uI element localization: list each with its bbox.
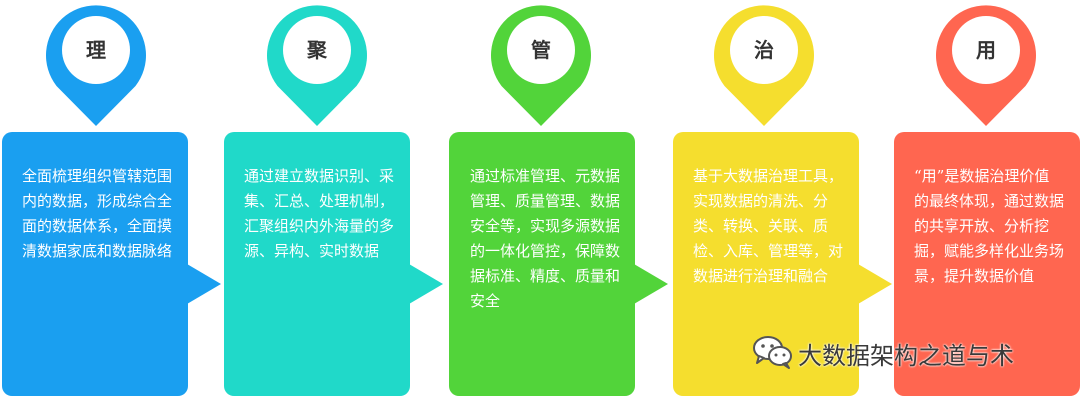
stage-letter: 用 bbox=[976, 38, 996, 62]
map-pin-icon bbox=[714, 5, 815, 126]
watermark-text: 大数据架构之道与术 bbox=[798, 342, 1014, 370]
stage-letter: 管 bbox=[531, 38, 551, 62]
wechat-icon bbox=[753, 336, 792, 369]
card-arrow bbox=[858, 264, 892, 304]
stage-description: 通过标准管理、元数据管理、质量管理、数据安全等，实现多源数据的一体化管控，保障数… bbox=[470, 167, 621, 310]
stage-letter: 治 bbox=[754, 38, 774, 62]
pin-center-circle bbox=[283, 16, 351, 84]
card-arrow bbox=[187, 264, 221, 304]
map-pin-icon bbox=[266, 5, 367, 126]
stage-ju: 聚 通过建立数据识别、采集、汇总、处理机制，汇聚组织内外海量的多源、异构、实时数… bbox=[0, 0, 443, 400]
map-pin-icon bbox=[46, 5, 147, 127]
pin-center-circle bbox=[62, 16, 130, 84]
map-pin-icon bbox=[491, 5, 591, 126]
stage-letter: 聚 bbox=[307, 38, 327, 62]
stage-description: 全面梳理组织管辖范围内的数据，形成综合全面的数据体系，全面摸清数据家底和数据脉络 bbox=[22, 167, 173, 260]
card-arrow bbox=[634, 264, 668, 304]
stage-description: “用”是数据治理价值的最终体现，通过数据的共享开放、分析挖掘，赋能多样化业务场景… bbox=[914, 167, 1065, 285]
stage-description: 基于大数据治理工具，实现数据的清洗、分类、转换、关联、质检、入库、管理等，对数据… bbox=[693, 167, 844, 285]
stage-card bbox=[449, 132, 635, 396]
map-pin-icon bbox=[936, 5, 1036, 127]
stage-card bbox=[224, 132, 410, 396]
pin-center-circle bbox=[507, 16, 575, 84]
stage-guan: 管 通过标准管理、元数据管理、质量管理、数据安全等，实现多源数据的一体化管控，保… bbox=[0, 0, 668, 400]
stage-card bbox=[2, 132, 188, 396]
watermark: 大数据架构之道与术 bbox=[752, 332, 1052, 372]
card-arrow bbox=[409, 264, 443, 304]
stage-description: 通过建立数据识别、采集、汇总、处理机制，汇聚组织内外海量的多源、异构、实时数据 bbox=[244, 167, 395, 260]
pin-center-circle bbox=[952, 16, 1020, 84]
stage-card bbox=[894, 132, 1080, 396]
stage-letter: 理 bbox=[86, 38, 106, 62]
stage-li: 理 全面梳理组织管辖范围内的数据，形成综合全面的数据体系，全面摸清数据家底和数据… bbox=[0, 0, 221, 400]
pin-center-circle bbox=[730, 16, 798, 84]
